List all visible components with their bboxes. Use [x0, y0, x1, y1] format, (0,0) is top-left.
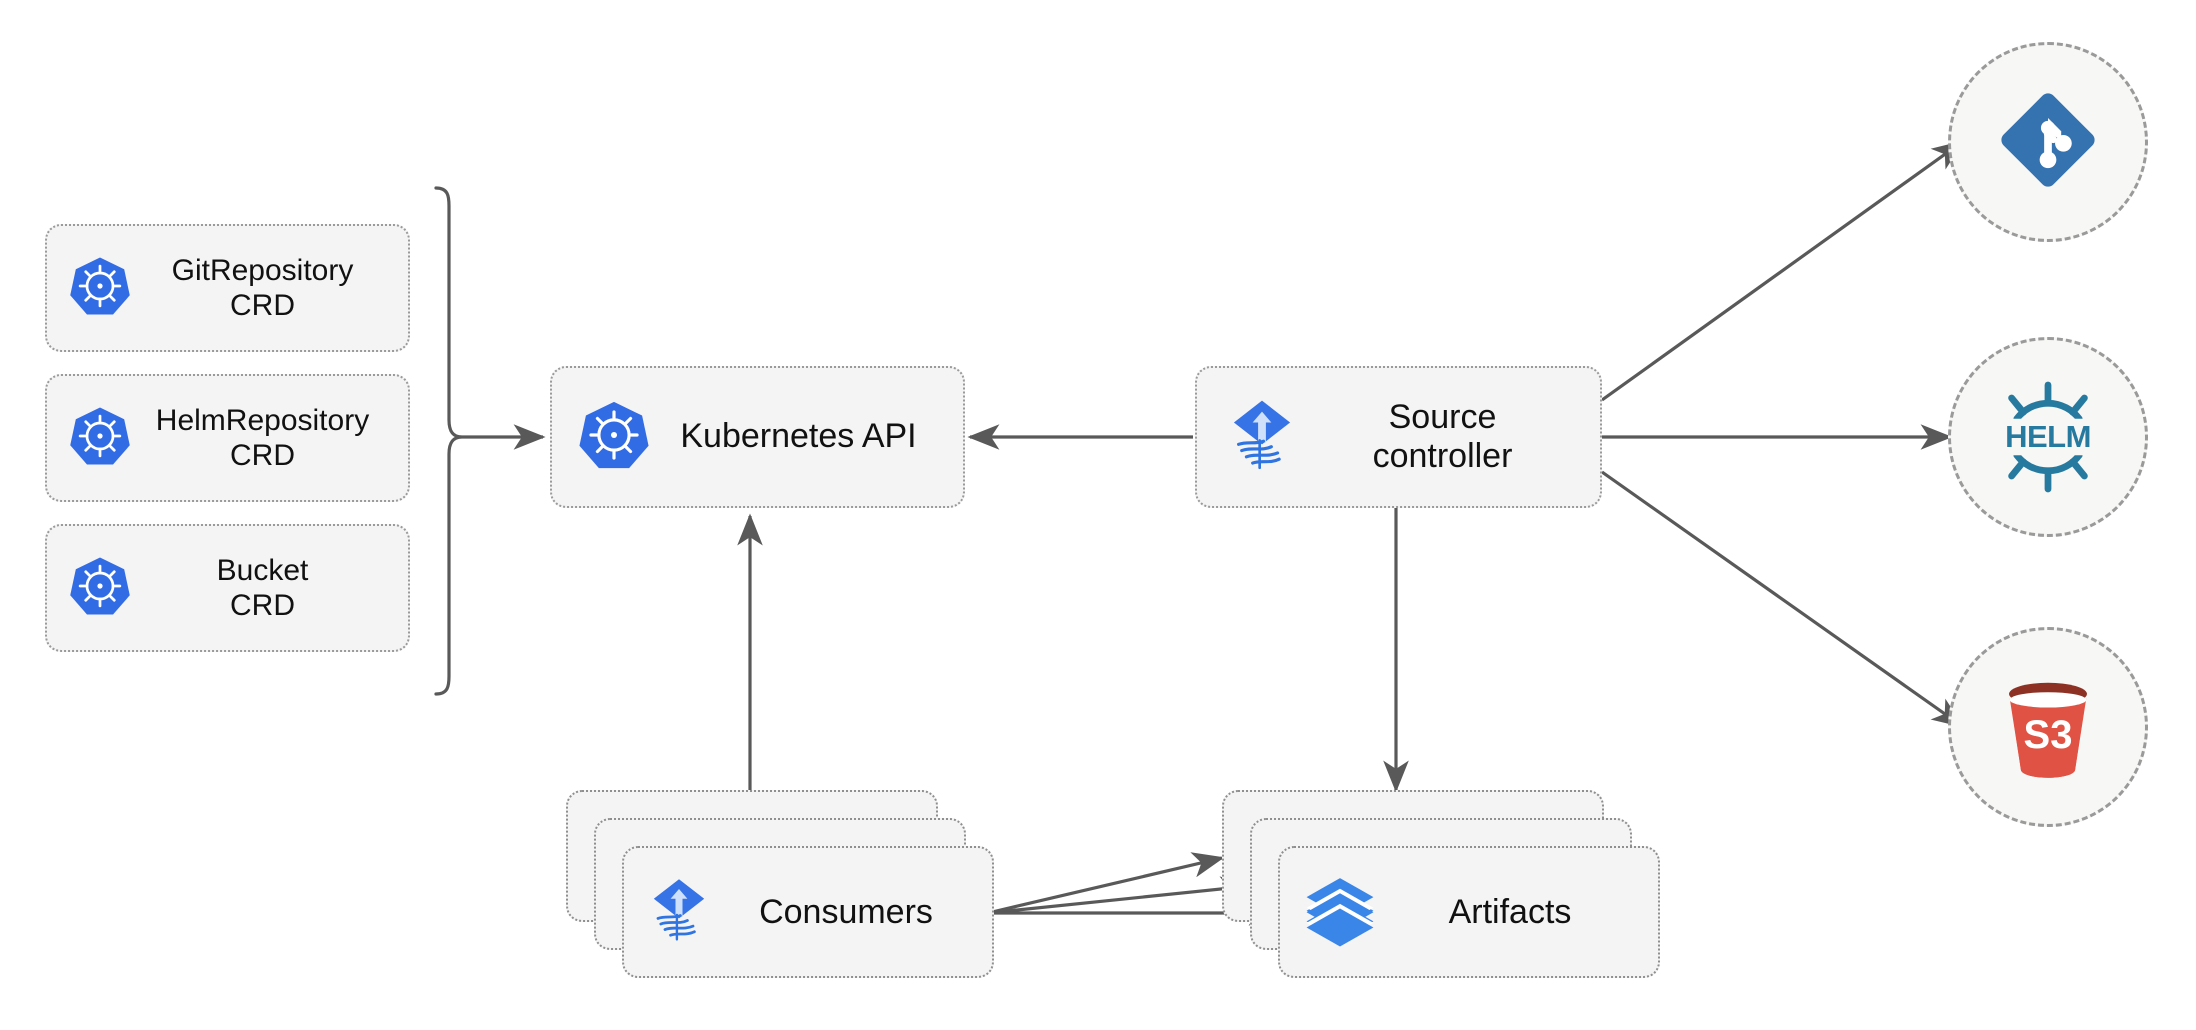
edge-source-to-s3 — [1601, 470, 1965, 728]
crd-label: GitRepository CRD — [171, 253, 354, 322]
consumers-label: Consumers — [759, 892, 933, 931]
crd-card-helmrepository[interactable]: HelmRepository CRD — [45, 374, 410, 502]
crd-label: HelmRepository CRD — [155, 403, 370, 472]
artifacts-stack-layer-front[interactable]: Artifacts — [1278, 846, 1660, 978]
kubernetes-icon — [69, 255, 131, 322]
source-controller-node[interactable]: Source controller — [1195, 366, 1602, 508]
kubernetes-icon — [69, 555, 131, 622]
crd-card-bucket[interactable]: Bucket CRD — [45, 524, 410, 652]
edge-source-to-git — [1601, 140, 1965, 402]
flux-icon — [1223, 396, 1301, 479]
edge-consumers-to-artifacts-2 — [987, 876, 1253, 915]
s3-bucket-icon: S3 — [1989, 668, 2107, 786]
flux-icon — [644, 875, 714, 950]
source-controller-label: Source controller — [1372, 397, 1513, 475]
crd-card-gitrepository[interactable]: GitRepository CRD — [45, 224, 410, 352]
consumers-node[interactable]: Consumers — [566, 790, 996, 980]
kubernetes-icon — [69, 405, 131, 472]
provider-helm-circle[interactable]: HELM — [1948, 337, 2148, 537]
provider-git-circle[interactable] — [1948, 42, 2148, 242]
layers-icon — [1302, 872, 1378, 953]
kubernetes-icon — [578, 399, 650, 476]
kubernetes-api-label: Kubernetes API — [680, 417, 917, 456]
crd-label: Bucket CRD — [216, 553, 309, 622]
git-icon — [1993, 85, 2103, 200]
helm-label: HELM — [1988, 418, 2108, 456]
kubernetes-api-node[interactable]: Kubernetes API — [550, 366, 965, 508]
s3-label: S3 — [2023, 712, 2073, 757]
helm-icon: HELM — [1983, 372, 2113, 502]
artifacts-label: Artifacts — [1448, 892, 1572, 931]
crd-group-brace — [434, 186, 463, 696]
provider-s3-circle[interactable]: S3 — [1948, 627, 2148, 827]
consumers-stack-layer-front[interactable]: Consumers — [622, 846, 994, 978]
edge-consumers-to-artifacts-1 — [987, 852, 1225, 915]
artifacts-node[interactable]: Artifacts — [1222, 790, 1662, 980]
